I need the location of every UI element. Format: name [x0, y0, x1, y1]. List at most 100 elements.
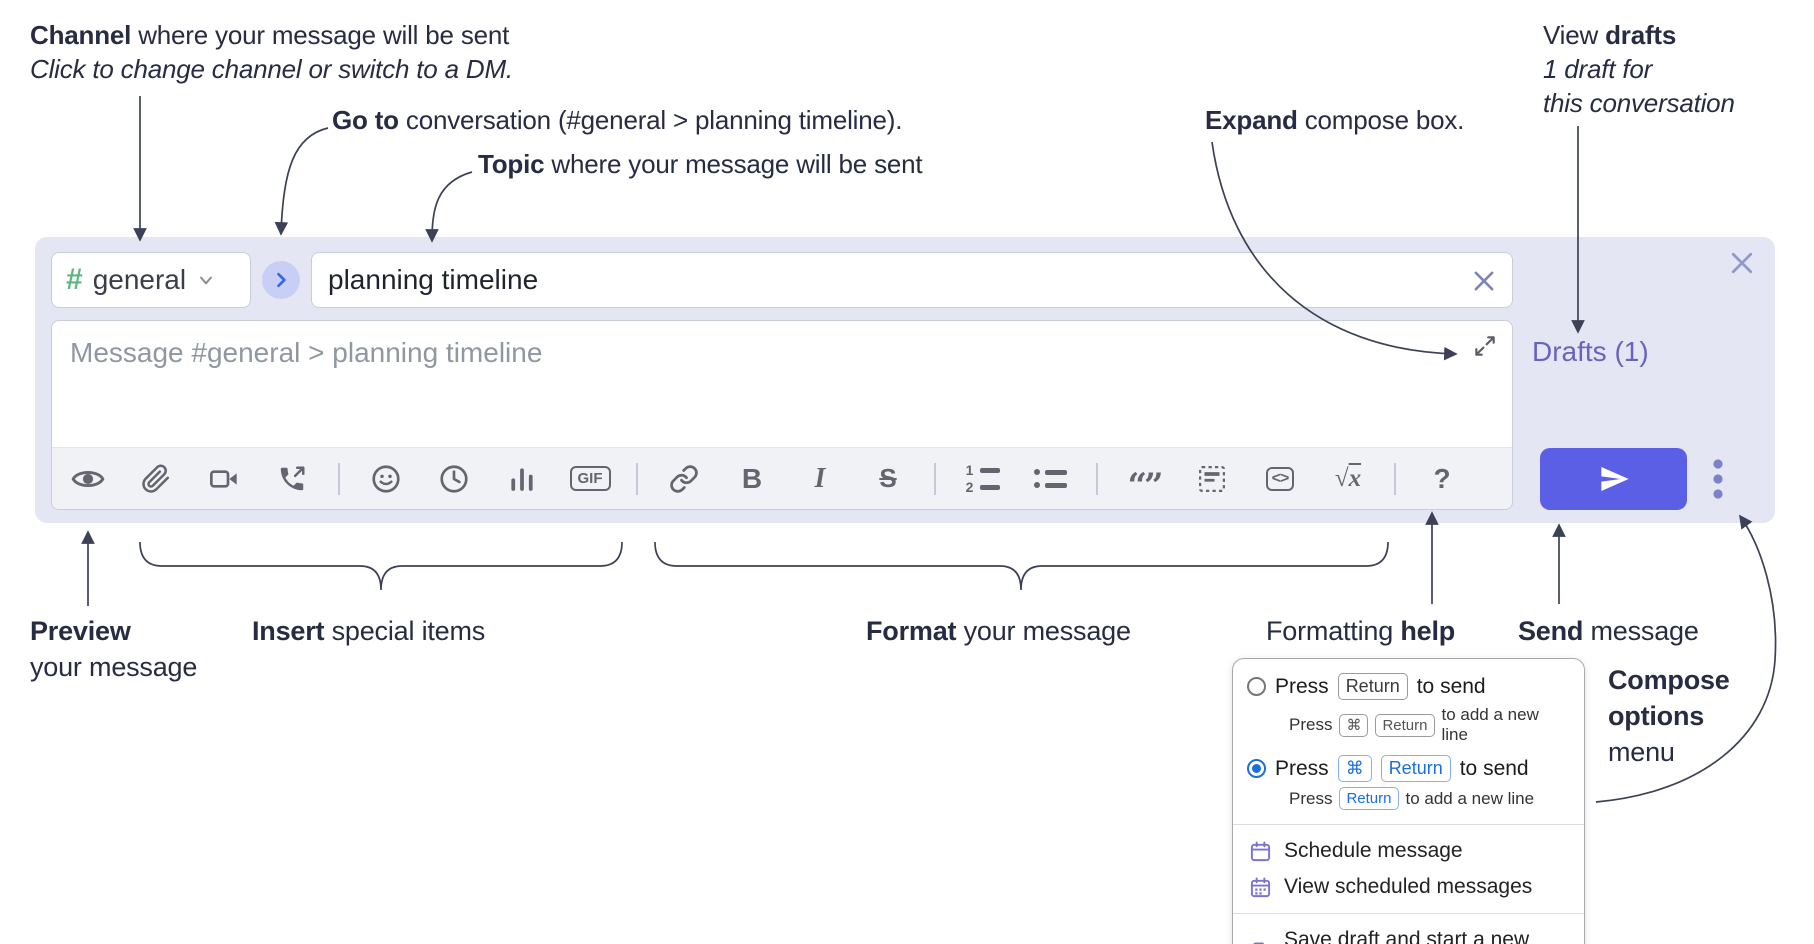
paperclip-icon [142, 464, 170, 493]
compose-options-label: Compose options menu [1608, 665, 1730, 767]
cmd-key: ⌘ [1339, 713, 1369, 737]
close-compose-button[interactable] [1727, 247, 1759, 279]
message-input[interactable] [52, 321, 1512, 447]
goto-annotation: Go to conversation (#general > planning … [332, 105, 903, 135]
view-scheduled-messages-item[interactable]: View scheduled messages [1233, 869, 1584, 905]
channel-annotation-rest: where your message will be sent [131, 20, 510, 50]
code-button[interactable]: <> [1258, 456, 1302, 502]
add-gif-button[interactable]: GIF [568, 456, 612, 502]
emoji-button[interactable] [364, 456, 408, 502]
view-drafts-annotation: View drafts 1 draft for this conversatio… [1543, 20, 1735, 118]
italic-icon: I [814, 462, 826, 494]
formatting-help-label: Formatting help [1266, 616, 1456, 646]
topic-input[interactable] [312, 253, 1512, 307]
add-voice-call-button[interactable] [270, 456, 314, 502]
formatting-help-button[interactable]: ? [1420, 456, 1464, 502]
return-key: Return [1380, 755, 1451, 782]
send-button[interactable] [1540, 448, 1687, 510]
numbered-list-button[interactable]: 1 2 [960, 456, 1004, 502]
toolbar-divider [934, 462, 936, 495]
bold-button[interactable]: B [730, 456, 774, 502]
toolbar-divider [338, 462, 340, 495]
code-icon: <> [1265, 466, 1295, 491]
menu-divider [1233, 824, 1584, 825]
preview-label: Preview your message [30, 616, 198, 682]
expand-icon [1475, 336, 1495, 356]
topic-annotation: Topic where your message will be sent [478, 149, 923, 179]
calendar-grid-icon [1250, 876, 1271, 897]
calendar-icon [1250, 840, 1271, 861]
close-icon [1474, 271, 1494, 291]
send-row [1540, 448, 1733, 510]
spoiler-button[interactable] [1190, 456, 1234, 502]
channel-annotation-bold: Channel [30, 20, 132, 50]
draft-document-icon [1253, 941, 1265, 944]
attach-file-button[interactable] [134, 456, 178, 502]
compose-options-menu: Press Return to send Press ⌘ Return to a… [1232, 658, 1585, 944]
video-camera-icon [210, 469, 237, 488]
toolbar-divider [1394, 462, 1396, 495]
link-button[interactable] [662, 456, 706, 502]
option-cmd-return-to-send[interactable]: Press ⌘ Return to send Press Return to a… [1233, 751, 1584, 816]
topic-input-wrapper [311, 252, 1513, 308]
return-key: Return [1375, 713, 1435, 737]
channel-name: general [92, 264, 187, 295]
compose-options-button[interactable] [1703, 451, 1733, 507]
quote-icon: “” [1127, 465, 1163, 506]
clock-icon [440, 464, 468, 493]
channel-hash-icon: # [66, 263, 83, 296]
expand-annotation: Expand compose box. [1205, 105, 1465, 135]
strikethrough-icon: S [879, 463, 897, 493]
drafts-link[interactable]: Drafts (1) [1532, 336, 1649, 367]
link-icon [670, 464, 698, 493]
insert-label: Insert special items [252, 616, 486, 646]
clear-topic-button[interactable] [1470, 266, 1500, 296]
phone-call-icon [280, 466, 305, 490]
math-icon: √x [1334, 464, 1362, 492]
toolbar-divider [1096, 462, 1098, 495]
vertical-dots-icon [1713, 459, 1723, 499]
toolbar-divider [636, 462, 638, 495]
chevron-right-icon [277, 272, 286, 288]
channel-annotation-sub: Click to change channel or switch to a D… [30, 54, 513, 84]
bulleted-list-icon [1033, 469, 1067, 488]
strikethrough-button[interactable]: S [866, 456, 910, 502]
menu-divider [1233, 913, 1584, 914]
save-draft-item[interactable]: Save draft and start a new message [1233, 922, 1584, 944]
chevron-down-icon [200, 276, 213, 285]
message-box: GIF B I S [51, 320, 1513, 510]
math-button[interactable]: √x [1326, 456, 1370, 502]
cmd-key: ⌘ [1337, 755, 1372, 782]
radio-selected[interactable] [1247, 759, 1266, 778]
channel-annotation: Channel where your message will be sent … [30, 18, 513, 86]
bulleted-list-button[interactable] [1028, 456, 1072, 502]
spoiler-icon [1199, 465, 1225, 492]
bold-icon: B [741, 462, 763, 494]
add-video-call-button[interactable] [202, 456, 246, 502]
expand-compose-button[interactable] [1472, 331, 1502, 361]
add-poll-button[interactable] [500, 456, 544, 502]
compose-toolbar: GIF B I S [52, 447, 1512, 509]
return-key: Return [1337, 673, 1408, 700]
bar-chart-icon [511, 467, 533, 491]
italic-button[interactable]: I [798, 456, 842, 502]
option-return-to-send[interactable]: Press Return to send Press ⌘ Return to a… [1233, 669, 1584, 751]
compose-box: # general [35, 237, 1775, 523]
gif-icon: GIF [569, 466, 611, 491]
smiley-icon [372, 464, 400, 493]
return-key: Return [1339, 787, 1399, 810]
schedule-message-item[interactable]: Schedule message [1233, 833, 1584, 869]
channel-selector[interactable]: # general [51, 252, 251, 308]
send-message-label: Send message [1518, 616, 1699, 646]
question-mark-icon: ? [1433, 462, 1451, 494]
go-to-conversation-button[interactable] [262, 261, 300, 299]
close-icon [1731, 252, 1753, 274]
send-icon [1600, 467, 1629, 491]
eye-icon [71, 470, 105, 487]
preview-button[interactable] [66, 456, 110, 502]
format-label: Format your message [866, 616, 1131, 646]
quote-button[interactable]: “” [1122, 456, 1166, 506]
radio-unselected[interactable] [1247, 677, 1266, 696]
add-global-time-button[interactable] [432, 456, 476, 502]
